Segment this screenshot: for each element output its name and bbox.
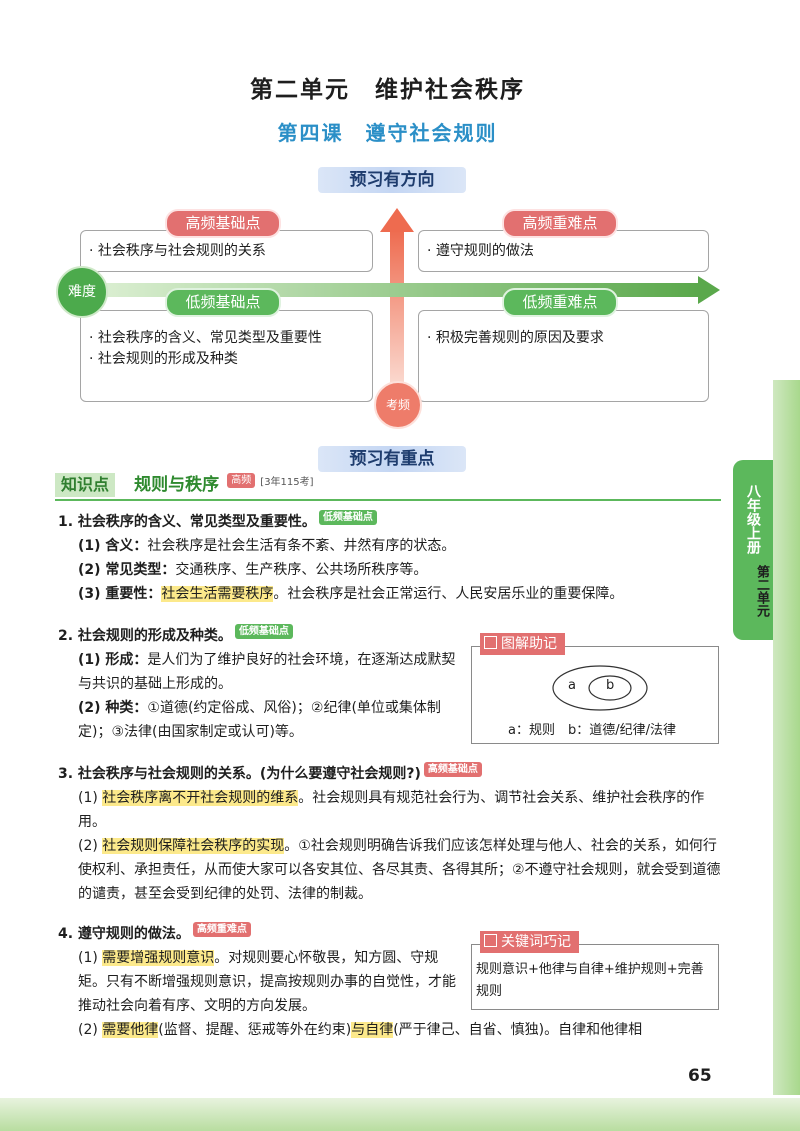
section-1: 1. 社会秩序的含义、常见类型及重要性。低频基础点 (1) 含义：社会秩序是社会… bbox=[58, 510, 718, 606]
difficulty-label: 难度 bbox=[56, 266, 108, 318]
knowledge-label: 知识点 bbox=[55, 473, 116, 497]
low-key-item: · 积极完善规则的原因及要求 bbox=[427, 330, 604, 346]
sidebar-unit: 第二单元 bbox=[754, 565, 769, 617]
nested-ellipse-diagram bbox=[552, 665, 648, 711]
low-basic-tag: 低频基础点 bbox=[165, 288, 281, 317]
preview-focus-banner: 预习有重点 bbox=[318, 446, 466, 472]
s2-l1-text: 是人们为了维护良好的社会环境，在逐渐达成默契与共识的基础上形成的。 bbox=[78, 652, 456, 692]
section-1-tag: 低频基础点 bbox=[318, 510, 377, 525]
s3-p1-label: (1) bbox=[78, 790, 103, 806]
difficulty-arrowhead bbox=[698, 276, 720, 304]
s3-p2-text: 。①社会规则明确告诉我们应该怎样处理与他人、社会的关系，如何行使权利、承担责任，… bbox=[78, 838, 721, 902]
high-basic-item: · 社会秩序与社会规则的关系 bbox=[89, 243, 266, 259]
section-3: 3. 社会秩序与社会规则的关系。(为什么要遵守社会规则?)高频基础点 (1) 社… bbox=[58, 762, 723, 906]
unit-title: 第二单元 维护社会秩序 bbox=[250, 77, 525, 103]
low-basic-item-1: · 社会秩序的含义、常见类型及重要性 bbox=[89, 330, 322, 346]
s1-l1-text: 社会秩序是社会生活有条不紊、井然有序的状态。 bbox=[147, 538, 456, 554]
s4-p2-text: (严于律己、自省、慎独)。自律和他律相 bbox=[393, 1022, 643, 1038]
knowledge-header: 知识点 规则与秩序 高频 [3年115考] bbox=[55, 473, 721, 501]
pencil-note-icon bbox=[484, 934, 497, 947]
section-2: 2. 社会规则的形成及种类。低频基础点 (1) 形成：是人们为了维护良好的社会环… bbox=[58, 624, 458, 744]
s3-p1-text: 。社会规则具有规范社会行为、调节社会关系、维护社会秩序的作用。 bbox=[78, 790, 705, 830]
ellipse-label-b: b bbox=[606, 678, 615, 693]
section-4-heading: 4. 遵守规则的做法。 bbox=[58, 926, 190, 942]
section-2-heading: 2. 社会规则的形成及种类。 bbox=[58, 628, 232, 644]
s3-p2-highlight: 社会规则保障社会秩序的实现 bbox=[102, 838, 285, 854]
diagram-note-caption: a：规则 b：道德/纪律/法律 bbox=[508, 723, 676, 738]
preview-direction-banner: 预习有方向 bbox=[318, 167, 466, 193]
s2-l2-label: (2) 种类： bbox=[78, 700, 148, 716]
bottom-decoration bbox=[0, 1098, 800, 1131]
s1-l3-highlight: 社会生活需要秩序 bbox=[161, 586, 274, 602]
high-key-item: · 遵守规则的做法 bbox=[427, 243, 534, 259]
frequency-axis bbox=[390, 230, 404, 400]
keyword-tag: 关键词巧记 bbox=[480, 931, 579, 953]
low-key-tag: 低频重难点 bbox=[502, 288, 618, 317]
frequency-arrowhead bbox=[380, 208, 414, 232]
diagram-note-box: 图解助记 a b a：规则 b：道德/纪律/法律 bbox=[471, 633, 719, 744]
section-3-tag: 高频基础点 bbox=[423, 762, 482, 777]
preview-focus-text: 预习有重点 bbox=[349, 449, 435, 469]
s1-l1-label: (1) 含义： bbox=[78, 538, 148, 554]
s2-l2-text: ①道德(约定俗成、风俗)；②纪律(单位或集体制定)；③法律(由国家制定或认可)等… bbox=[78, 700, 441, 740]
section-3-heading: 3. 社会秩序与社会规则的关系。(为什么要遵守社会规则?) bbox=[58, 766, 421, 782]
ellipse-label-a: a bbox=[568, 678, 576, 693]
s4-p2-mid: (监督、提醒、惩戒等外在约束) bbox=[158, 1022, 352, 1038]
section-1-heading: 1. 社会秩序的含义、常见类型及重要性。 bbox=[58, 514, 316, 530]
s4-p2-highlight-1: 需要他律 bbox=[102, 1022, 159, 1038]
pencil-note-icon bbox=[484, 636, 497, 649]
section-4-tag: 高频重难点 bbox=[192, 922, 251, 937]
knowledge-title: 规则与秩序 bbox=[134, 475, 220, 495]
s3-p1-highlight: 社会秩序离不开社会规则的维系 bbox=[102, 790, 299, 806]
s4-p2-highlight-2: 与自律 bbox=[351, 1022, 394, 1038]
s1-l3-label: (3) 重要性： bbox=[78, 586, 162, 602]
s1-l3-text: 。社会秩序是社会正常运行、人民安居乐业的重要保障。 bbox=[273, 586, 624, 602]
knowledge-count: [3年115考] bbox=[260, 477, 314, 488]
lesson-title: 第四课 遵守社会规则 bbox=[277, 121, 498, 145]
diagram-note-tag: 图解助记 bbox=[480, 633, 565, 655]
s2-l1-label: (1) 形成： bbox=[78, 652, 148, 668]
section-4-p2: (2) 需要他律(监督、提醒、惩戒等外在约束)与自律(严于律己、自省、慎独)。自… bbox=[58, 1018, 723, 1042]
s1-l2-text: 交通秩序、生产秩序、公共场所秩序等。 bbox=[175, 562, 428, 578]
section-2-tag: 低频基础点 bbox=[234, 624, 293, 639]
section-4: 4. 遵守规则的做法。高频重难点 (1) 需要增强规则意识。对规则要心怀敬畏，知… bbox=[58, 922, 458, 1018]
frequency-label: 考频 bbox=[374, 381, 422, 429]
page-number: 65 bbox=[688, 1066, 712, 1086]
knowledge-freq-tag: 高频 bbox=[227, 473, 256, 488]
diagram-note-tag-text: 图解助记 bbox=[501, 636, 557, 652]
s4-p2-label: (2) bbox=[78, 1022, 103, 1038]
sidebar-grade: 八年级上册 bbox=[745, 484, 761, 554]
high-key-tag: 高频重难点 bbox=[502, 209, 618, 238]
s3-p2-label: (2) bbox=[78, 838, 103, 854]
s4-p1-highlight: 需要增强规则意识 bbox=[102, 950, 215, 966]
preview-direction-text: 预习有方向 bbox=[349, 170, 435, 190]
s4-p1-text: 。对规则要心怀敬畏，知方圆、守规矩。只有不断增强规则意识，提高按规则办事的自觉性… bbox=[78, 950, 456, 1014]
low-basic-item-2: · 社会规则的形成及种类 bbox=[89, 351, 238, 367]
side-decoration bbox=[773, 380, 800, 1095]
keyword-box: 关键词巧记 规则意识+他律与自律+维护规则+完善规则 bbox=[471, 931, 719, 1010]
keyword-tag-text: 关键词巧记 bbox=[501, 934, 571, 950]
sidebar-tab: 八年级上册 bbox=[733, 460, 773, 640]
low-basic-box: · 社会秩序的含义、常见类型及重要性 · 社会规则的形成及种类 bbox=[80, 310, 373, 402]
s4-p1-label: (1) bbox=[78, 950, 103, 966]
keyword-text: 规则意识+他律与自律+维护规则+完善规则 bbox=[476, 962, 704, 999]
high-basic-tag: 高频基础点 bbox=[165, 209, 281, 238]
s1-l2-label: (2) 常见类型： bbox=[78, 562, 176, 578]
low-key-box: · 积极完善规则的原因及要求 bbox=[418, 310, 709, 402]
